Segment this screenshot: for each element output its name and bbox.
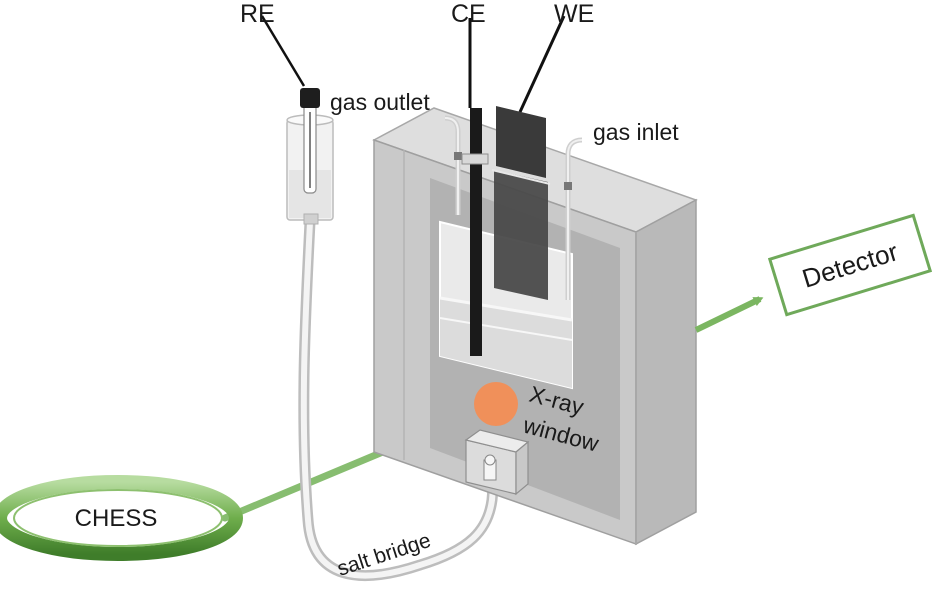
ce-label: CE <box>451 0 486 28</box>
chess-label: CHESS <box>75 505 158 532</box>
detector-box: Detector <box>767 213 933 317</box>
gas-outlet-label: gas outlet <box>330 89 430 115</box>
reference-electrode-vial <box>260 15 334 225</box>
gas-inlet-tube <box>564 137 583 300</box>
re-label: RE <box>240 0 275 28</box>
detector-beam-arrow <box>694 296 764 333</box>
we-label: WE <box>554 0 594 28</box>
xray-spot <box>474 382 518 426</box>
gas-outlet-tube <box>444 115 462 215</box>
working-electrode <box>491 15 566 300</box>
counter-electrode <box>461 18 489 356</box>
chess-ring: CHESS <box>0 475 243 561</box>
salt-bridge-tube <box>298 216 499 581</box>
sample-holder <box>464 429 530 496</box>
gas-inlet-label: gas inlet <box>593 119 679 145</box>
